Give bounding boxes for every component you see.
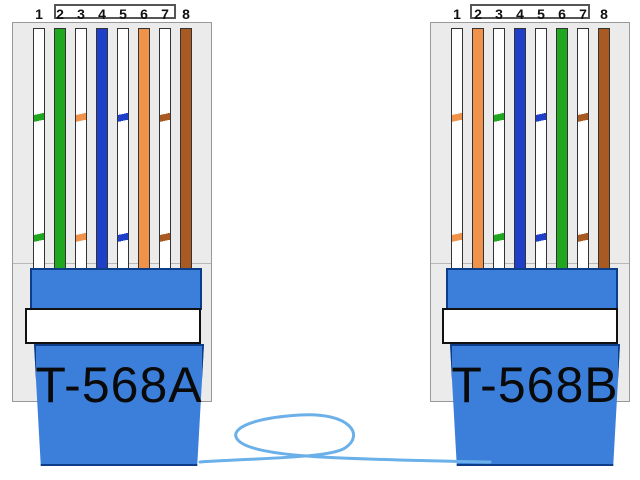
boot-band	[442, 308, 618, 344]
boot-upper	[446, 268, 618, 310]
pin-number-1: 1	[453, 6, 461, 22]
pin-number-5: 5	[537, 6, 545, 22]
pin-number-7: 7	[579, 6, 587, 22]
connector-t568a: 1 2 3 4 5 6 7 8 T-568A	[12, 0, 212, 470]
connector-t568b: 1 2 3 4 5 6 7 8 T-568B	[430, 0, 630, 470]
pin-number-4: 4	[516, 6, 524, 22]
connector-boot	[34, 344, 204, 466]
pin-number-3: 3	[77, 6, 85, 22]
pin-number-6: 6	[140, 6, 148, 22]
pin-number-8: 8	[600, 6, 608, 22]
housing-divider	[13, 263, 211, 264]
pin-number-3: 3	[495, 6, 503, 22]
pin-number-1: 1	[35, 6, 43, 22]
pin-number-7: 7	[161, 6, 169, 22]
boot-upper	[30, 268, 202, 310]
pin-number-8: 8	[182, 6, 190, 22]
pin-number-5: 5	[119, 6, 127, 22]
pin-number-4: 4	[98, 6, 106, 22]
pin-number-2: 2	[56, 6, 64, 22]
housing-divider	[431, 263, 629, 264]
boot-band	[25, 308, 201, 344]
pin-number-2: 2	[474, 6, 482, 22]
standard-label-t568b: T-568B	[451, 357, 619, 413]
latch-tab	[54, 4, 176, 19]
latch-tab	[470, 4, 590, 19]
cable-line	[198, 413, 492, 464]
pin-number-6: 6	[558, 6, 566, 22]
standard-label-t568a: T-568A	[35, 357, 203, 413]
